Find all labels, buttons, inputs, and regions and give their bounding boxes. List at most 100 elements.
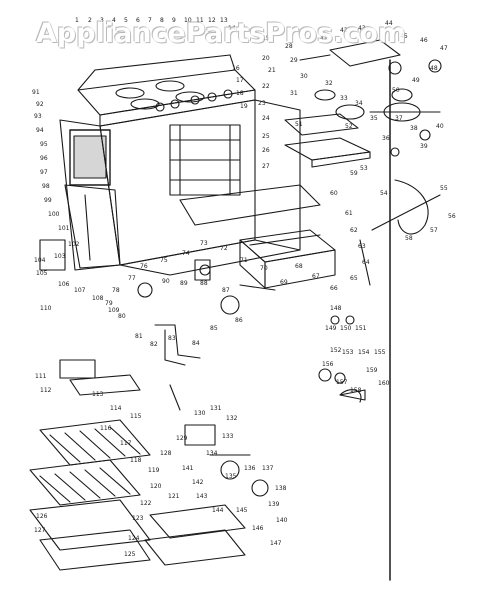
part-number-label: 96 xyxy=(40,155,48,162)
part-number-label: 74 xyxy=(182,250,190,257)
part-number-label: 49 xyxy=(412,77,420,84)
part-number-label: 78 xyxy=(112,287,120,294)
griddle-plate xyxy=(284,113,359,136)
part-number-label: 47 xyxy=(440,45,448,52)
part-number-label: 16 xyxy=(232,65,240,72)
part-number-label: 133 xyxy=(222,433,234,440)
rotisserie-assembly xyxy=(359,179,441,286)
part-number-label: 103 xyxy=(54,253,66,260)
part-number-label: 79 xyxy=(105,300,113,307)
part-number-label: 43 xyxy=(358,25,366,32)
part-number-label: 3 xyxy=(100,17,104,24)
part-number-label: 118 xyxy=(130,457,142,464)
part-number-label: 120 xyxy=(150,483,162,490)
part-number-label: 160 xyxy=(378,380,390,387)
part-number-label: 98 xyxy=(42,183,50,190)
part-number-label: 91 xyxy=(32,89,40,96)
part-number-label: 56 xyxy=(448,213,456,220)
valve-and-tubing xyxy=(137,259,276,366)
part-number-label: 2 xyxy=(88,17,92,24)
part-number-label: 142 xyxy=(192,479,204,486)
part-number-label: 122 xyxy=(140,500,152,507)
part-number-label: 152 xyxy=(330,347,342,354)
part-number-label: 84 xyxy=(192,340,200,347)
part-number-label: 17 xyxy=(236,77,244,84)
part-number-label: 23 xyxy=(258,100,266,107)
part-number-label: 38 xyxy=(410,125,418,132)
part-number-label: 156 xyxy=(322,361,334,368)
part-number-label: 7 xyxy=(148,17,152,24)
part-number-label: 72 xyxy=(220,245,228,252)
part-number-label: 157 xyxy=(336,379,348,386)
part-number-label: 154 xyxy=(358,349,370,356)
part-number-label: 42 xyxy=(340,27,348,34)
part-number-label: 81 xyxy=(135,333,143,340)
part-number-label: 67 xyxy=(312,273,320,280)
part-number-label: 61 xyxy=(345,210,353,217)
part-number-label: 121 xyxy=(168,493,180,500)
part-number-label: 148 xyxy=(330,305,342,312)
part-number-label: 6 xyxy=(136,17,140,24)
part-number-label: 19 xyxy=(240,103,248,110)
part-number-label: 87 xyxy=(222,287,230,294)
part-number-label: 51 xyxy=(295,121,303,128)
part-number-label: 22 xyxy=(262,83,270,90)
part-number-label: 139 xyxy=(268,501,280,508)
part-number-label: 18 xyxy=(236,90,244,97)
part-number-label: 146 xyxy=(252,525,264,532)
part-number-label: 8 xyxy=(160,17,164,24)
part-number-label: 138 xyxy=(275,485,287,492)
part-number-label: 83 xyxy=(168,335,176,342)
small-brackets xyxy=(39,239,141,396)
part-number-label: 112 xyxy=(40,387,52,394)
part-number-label: 128 xyxy=(160,450,172,457)
part-number-label: 97 xyxy=(40,169,48,176)
part-number-label: 1 xyxy=(75,17,79,24)
part-number-label: 137 xyxy=(262,465,274,472)
part-number-label: 94 xyxy=(36,127,44,134)
part-number-label: 127 xyxy=(34,527,46,534)
part-number-label: 33 xyxy=(340,95,348,102)
part-number-label: 77 xyxy=(128,275,136,282)
part-number-label: 35 xyxy=(370,115,378,122)
part-number-label: 20 xyxy=(262,55,270,62)
part-number-label: 62 xyxy=(350,227,358,234)
part-number-label: 48 xyxy=(430,65,438,72)
broiler-pan xyxy=(144,504,246,566)
part-number-label: 89 xyxy=(180,280,188,287)
part-number-label: 131 xyxy=(210,405,222,412)
part-number-label: 113 xyxy=(92,391,104,398)
part-number-label: 29 xyxy=(290,57,298,64)
part-number-label: 150 xyxy=(340,325,352,332)
part-number-label: 14 xyxy=(228,25,236,32)
part-number-label: 107 xyxy=(74,287,86,294)
drip-pan xyxy=(284,137,371,168)
part-number-label: 102 xyxy=(68,241,80,248)
part-number-label: 28 xyxy=(285,43,293,50)
part-number-label: 32 xyxy=(325,80,333,87)
part-number-label: 143 xyxy=(196,493,208,500)
part-number-label: 44 xyxy=(385,20,393,27)
part-number-label: 11 xyxy=(196,17,204,24)
part-number-label: 40 xyxy=(436,123,444,130)
part-number-label: 36 xyxy=(382,135,390,142)
part-number-label: 21 xyxy=(268,67,276,74)
part-number-label: 13 xyxy=(220,17,228,24)
part-number-label: 117 xyxy=(120,440,132,447)
part-number-label: 4 xyxy=(112,17,116,24)
part-number-label: 140 xyxy=(276,517,288,524)
part-number-label: 59 xyxy=(350,170,358,177)
part-number-label: 136 xyxy=(244,465,256,472)
part-number-label: 125 xyxy=(124,551,136,558)
part-number-label: 104 xyxy=(34,257,46,264)
part-number-label: 88 xyxy=(200,280,208,287)
part-number-label: 114 xyxy=(110,405,122,412)
part-number-label: 80 xyxy=(118,313,126,320)
part-number-label: 25 xyxy=(262,133,270,140)
part-number-label: 34 xyxy=(355,100,363,107)
part-number-label: 30 xyxy=(300,73,308,80)
part-number-label: 37 xyxy=(395,115,403,122)
part-number-label: 130 xyxy=(194,410,206,417)
part-number-label: 66 xyxy=(330,285,338,292)
